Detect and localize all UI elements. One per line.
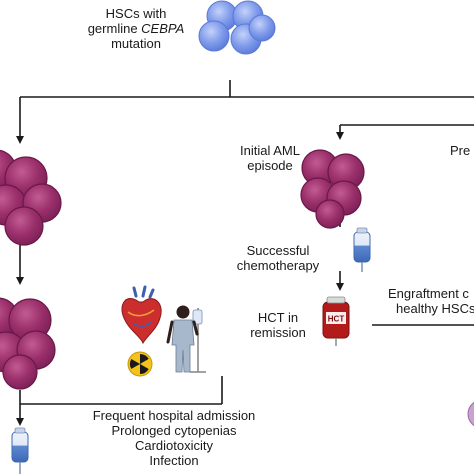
engraftment-line2: healthy HSCs (396, 301, 474, 316)
hct-label-line2: remission (250, 325, 306, 340)
chemo-label: Successful chemotherapy (228, 243, 328, 273)
complication-item: Infection (149, 453, 199, 468)
engraftment-label: Engraftment c healthy HSCs (388, 286, 474, 316)
aml-cell-cluster-icon (0, 149, 62, 246)
hsc-label-line2: germline CEBPA (75, 21, 197, 36)
initial-aml-line2: episode (247, 158, 293, 173)
complication-item: Prolonged cytopenias (111, 423, 237, 438)
hsc-label: HSCs with germline CEBPA mutation (75, 6, 197, 51)
iv-bag-icon (11, 427, 29, 474)
heart-icon (121, 285, 162, 345)
engraftment-line1: Engraftment c (388, 286, 469, 301)
hct-label-line1: HCT in (257, 310, 299, 325)
connector-lines (16, 80, 474, 426)
aml-cell-cluster-icon (0, 297, 56, 390)
chemo-label-line2: chemotherapy (236, 258, 320, 273)
hct-bag-text: HCT (328, 315, 345, 324)
pre-label-text: Pre (450, 143, 471, 158)
initial-aml-line1: Initial AML (240, 143, 300, 158)
complications-list: Frequent hospital admission Prolonged cy… (74, 408, 274, 468)
iv-bag-icon (353, 227, 371, 272)
hsc-label-prefix: germline (87, 21, 142, 36)
chemo-label-line1: Successful (246, 243, 310, 258)
initial-aml-label: Initial AML episode (225, 143, 315, 173)
hsc-label-line3: mutation (111, 36, 161, 51)
hct-label: HCT in remission (238, 310, 318, 340)
radiation-icon (127, 351, 153, 377)
aml-cell-cluster-icon (467, 401, 474, 427)
aml-cell-cluster-icon (300, 149, 365, 229)
patient-iv-icon (166, 305, 206, 373)
hsc-label-gene: CEBPA (141, 21, 185, 36)
complication-item: Frequent hospital admission (92, 408, 256, 423)
blood-bag-icon: HCT (322, 296, 350, 346)
hsc-label-line1: HSCs with (105, 6, 167, 21)
complication-item: Cardiotoxicity (134, 438, 214, 453)
pre-label: Pre (450, 143, 470, 158)
hsc-cluster-icon (198, 0, 276, 55)
